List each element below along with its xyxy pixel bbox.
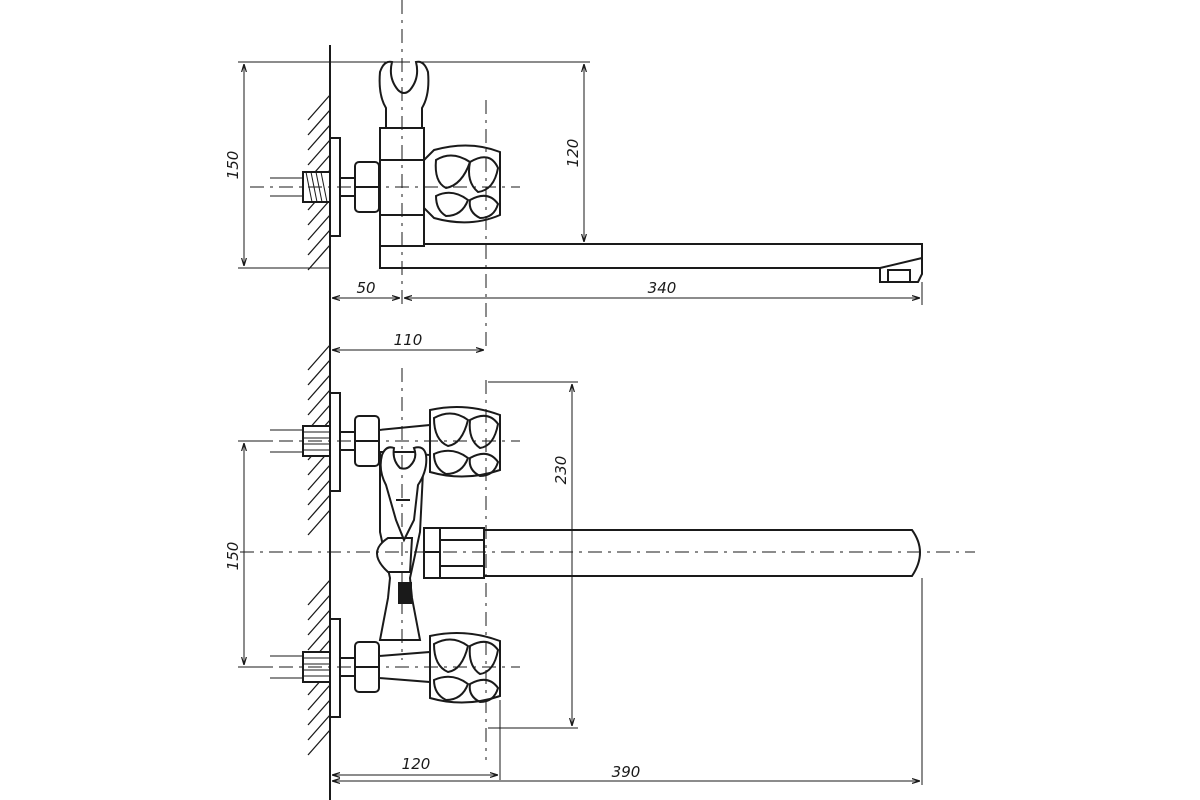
dimension-center-to-handle: 110 <box>332 331 484 350</box>
shower-holder-front <box>379 446 428 543</box>
dim-label-340: 340 <box>648 279 677 297</box>
dim-label-120-side: 120 <box>564 139 582 168</box>
threaded-inlet-lower <box>270 618 380 718</box>
diverter-thread <box>398 582 412 604</box>
handle-lower <box>378 632 501 704</box>
handle-upper <box>378 406 501 478</box>
dimension-horizontal-top: 50 340 <box>332 279 923 305</box>
shower-holder-side <box>378 60 430 129</box>
spout-side <box>379 243 923 283</box>
dim-label-150-side: 150 <box>224 151 242 180</box>
dim-label-390: 390 <box>612 763 641 781</box>
wall-hatch-top <box>307 94 331 271</box>
dim-label-110: 110 <box>394 331 423 349</box>
dim-label-150-front: 150 <box>224 542 242 571</box>
front-view: 110 230 150 120 390 <box>224 331 975 785</box>
dimension-height-spout: 120 <box>420 61 880 245</box>
dimension-handle-spacing: 150 <box>224 440 270 668</box>
side-view: 150 120 50 340 <box>224 0 923 350</box>
dimension-height-total: 150 <box>224 61 410 269</box>
spout-front <box>439 527 921 579</box>
threaded-inlet-upper <box>270 392 380 492</box>
dim-label-50: 50 <box>356 279 375 297</box>
dim-label-230: 230 <box>552 456 570 485</box>
dim-label-120-front: 120 <box>402 755 431 773</box>
handle-side <box>423 144 501 224</box>
dimension-horizontal-bottom: 120 390 <box>332 578 923 785</box>
dimension-height-body: 230 <box>488 381 578 729</box>
